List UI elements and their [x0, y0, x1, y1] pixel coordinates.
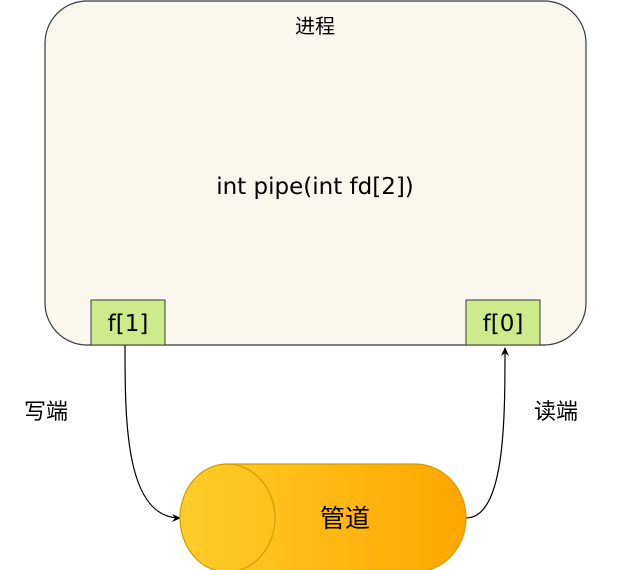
write-end-label: 写端: [24, 400, 68, 425]
fd-read-box: [465, 299, 541, 346]
process-title: 进程: [295, 14, 335, 38]
read-end-label: 读端: [534, 400, 578, 425]
pipe-label: 管道: [320, 504, 370, 533]
fd-read-label: f[0]: [483, 311, 524, 337]
write-edge-arrow: [124, 344, 181, 522]
pipe-opening-edge: [226, 463, 276, 570]
process-box: [44, 0, 587, 346]
read-edge-arrow: [465, 347, 509, 519]
pipe-cylinder: [179, 463, 467, 570]
fd-write-label: f[1]: [108, 311, 149, 337]
pipe-function-signature: int pipe(int fd[2]): [216, 174, 414, 200]
fd-write-box: [90, 299, 166, 346]
